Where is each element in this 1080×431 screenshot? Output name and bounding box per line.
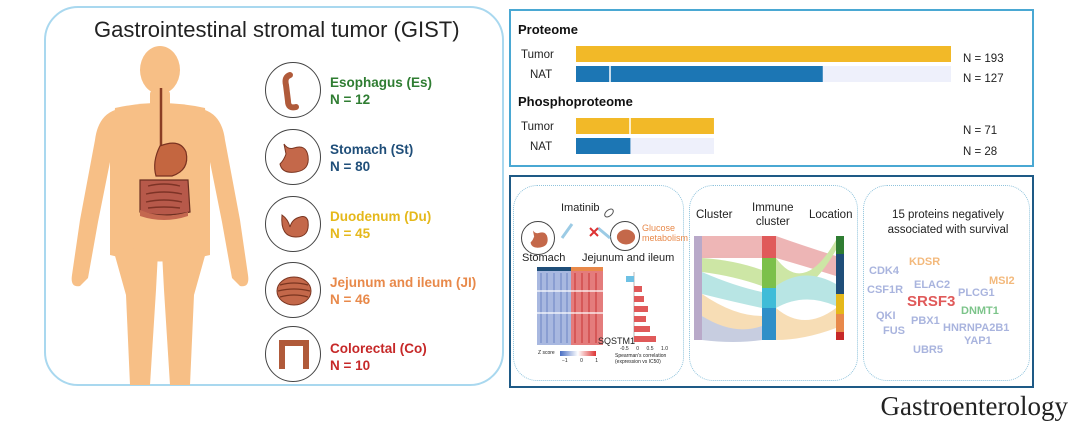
jejunum-ileum-label: Jejunum and ileum bbox=[582, 252, 675, 264]
cohort-bar-chart bbox=[576, 46, 951, 154]
protein-kdsr: KDSR bbox=[909, 256, 941, 268]
colorectal-icon bbox=[265, 326, 321, 382]
proteome-nat-label: NAT bbox=[530, 69, 553, 81]
protein-srsf3: SRSF3 bbox=[907, 293, 956, 310]
sankey-location-label: Location bbox=[809, 209, 853, 221]
journal-logo: Gastroenterology bbox=[880, 391, 1068, 421]
phospho-nat-n: N = 28 bbox=[963, 146, 998, 158]
proteome-tumor-label: Tumor bbox=[521, 49, 554, 61]
organ-label-stomach: Stomach (St)N = 80 bbox=[330, 142, 414, 174]
zscore-colorbar bbox=[560, 351, 596, 356]
sankey-diagram bbox=[694, 236, 844, 342]
protein-pbx1: PBX1 bbox=[911, 315, 940, 327]
imatinib-label: Imatinib bbox=[561, 202, 600, 214]
jejunum-ileum-icon bbox=[265, 262, 321, 318]
drug-arrows bbox=[560, 223, 611, 240]
drug-response-subpanel bbox=[513, 185, 684, 381]
phospho-nat-label: NAT bbox=[530, 141, 553, 153]
protein-cdk4: CDK4 bbox=[869, 265, 899, 277]
protein-fus: FUS bbox=[883, 325, 905, 337]
glucose-metabolism-label: Glucose metabolism bbox=[642, 223, 689, 243]
human-body-figure bbox=[71, 46, 249, 385]
protein-ubr5: UBR5 bbox=[913, 344, 943, 356]
protein-csf1r: CSF1R bbox=[867, 284, 904, 296]
proteome-tumor-bar bbox=[576, 46, 951, 62]
phospho-tumor-label: Tumor bbox=[521, 121, 554, 133]
organ-label-jejunum-ileum: Jejunum and ileum (JI)N = 46 bbox=[330, 275, 477, 307]
duodenum-icon bbox=[265, 196, 321, 252]
sqstm1-label: SQSTM1 bbox=[598, 336, 636, 346]
protein-elac2: ELAC2 bbox=[914, 279, 951, 291]
survival-subpanel bbox=[863, 185, 1030, 381]
phospho-nat-bar bbox=[576, 138, 631, 154]
esophagus-icon bbox=[265, 62, 321, 118]
jejunum-mini-icon bbox=[610, 221, 640, 251]
zscore-label: Z score bbox=[538, 350, 555, 356]
phospho-tumor-bar bbox=[576, 118, 714, 134]
correlation-bars bbox=[626, 272, 656, 344]
phosphoproteome-title: Phosphoproteome bbox=[518, 94, 633, 109]
proteome-title: Proteome bbox=[518, 22, 578, 37]
expression-heatmap bbox=[537, 267, 603, 345]
stomach-mini-icon bbox=[521, 221, 555, 255]
proteome-tumor-n: N = 193 bbox=[963, 53, 1004, 65]
organ-label-esophagus: Esophagus (Es)N = 12 bbox=[330, 75, 433, 107]
correlation-axis-label: Spearman's correlation(expression vs IC5… bbox=[615, 353, 667, 365]
stomach-label: Stomach bbox=[522, 252, 566, 264]
protein-dnmt1: DNMT1 bbox=[961, 305, 999, 317]
protein-hnrnpa2b1: HNRNPA2B1 bbox=[943, 322, 1010, 334]
protein-yap1: YAP1 bbox=[964, 335, 992, 347]
pill-icon bbox=[604, 208, 614, 218]
phospho-tumor-n: N = 71 bbox=[963, 125, 998, 137]
organ-label-colorectal: Colorectal (Co)N = 10 bbox=[330, 341, 427, 373]
sankey-cluster-label: Cluster bbox=[696, 209, 733, 221]
sankey-subpanel bbox=[689, 185, 858, 381]
proteome-nat-n: N = 127 bbox=[963, 73, 1004, 85]
proteome-nat-bar bbox=[576, 66, 823, 82]
stomach-icon bbox=[265, 129, 321, 185]
protein-msi2: MSI2 bbox=[989, 275, 1015, 287]
protein-qki: QKI bbox=[876, 310, 896, 322]
page-title: Gastrointestinal stromal tumor (GIST) bbox=[94, 17, 460, 42]
protein-plcg1: PLCG1 bbox=[958, 287, 995, 299]
organ-label-duodenum: Duodenum (Du)N = 45 bbox=[330, 209, 432, 241]
